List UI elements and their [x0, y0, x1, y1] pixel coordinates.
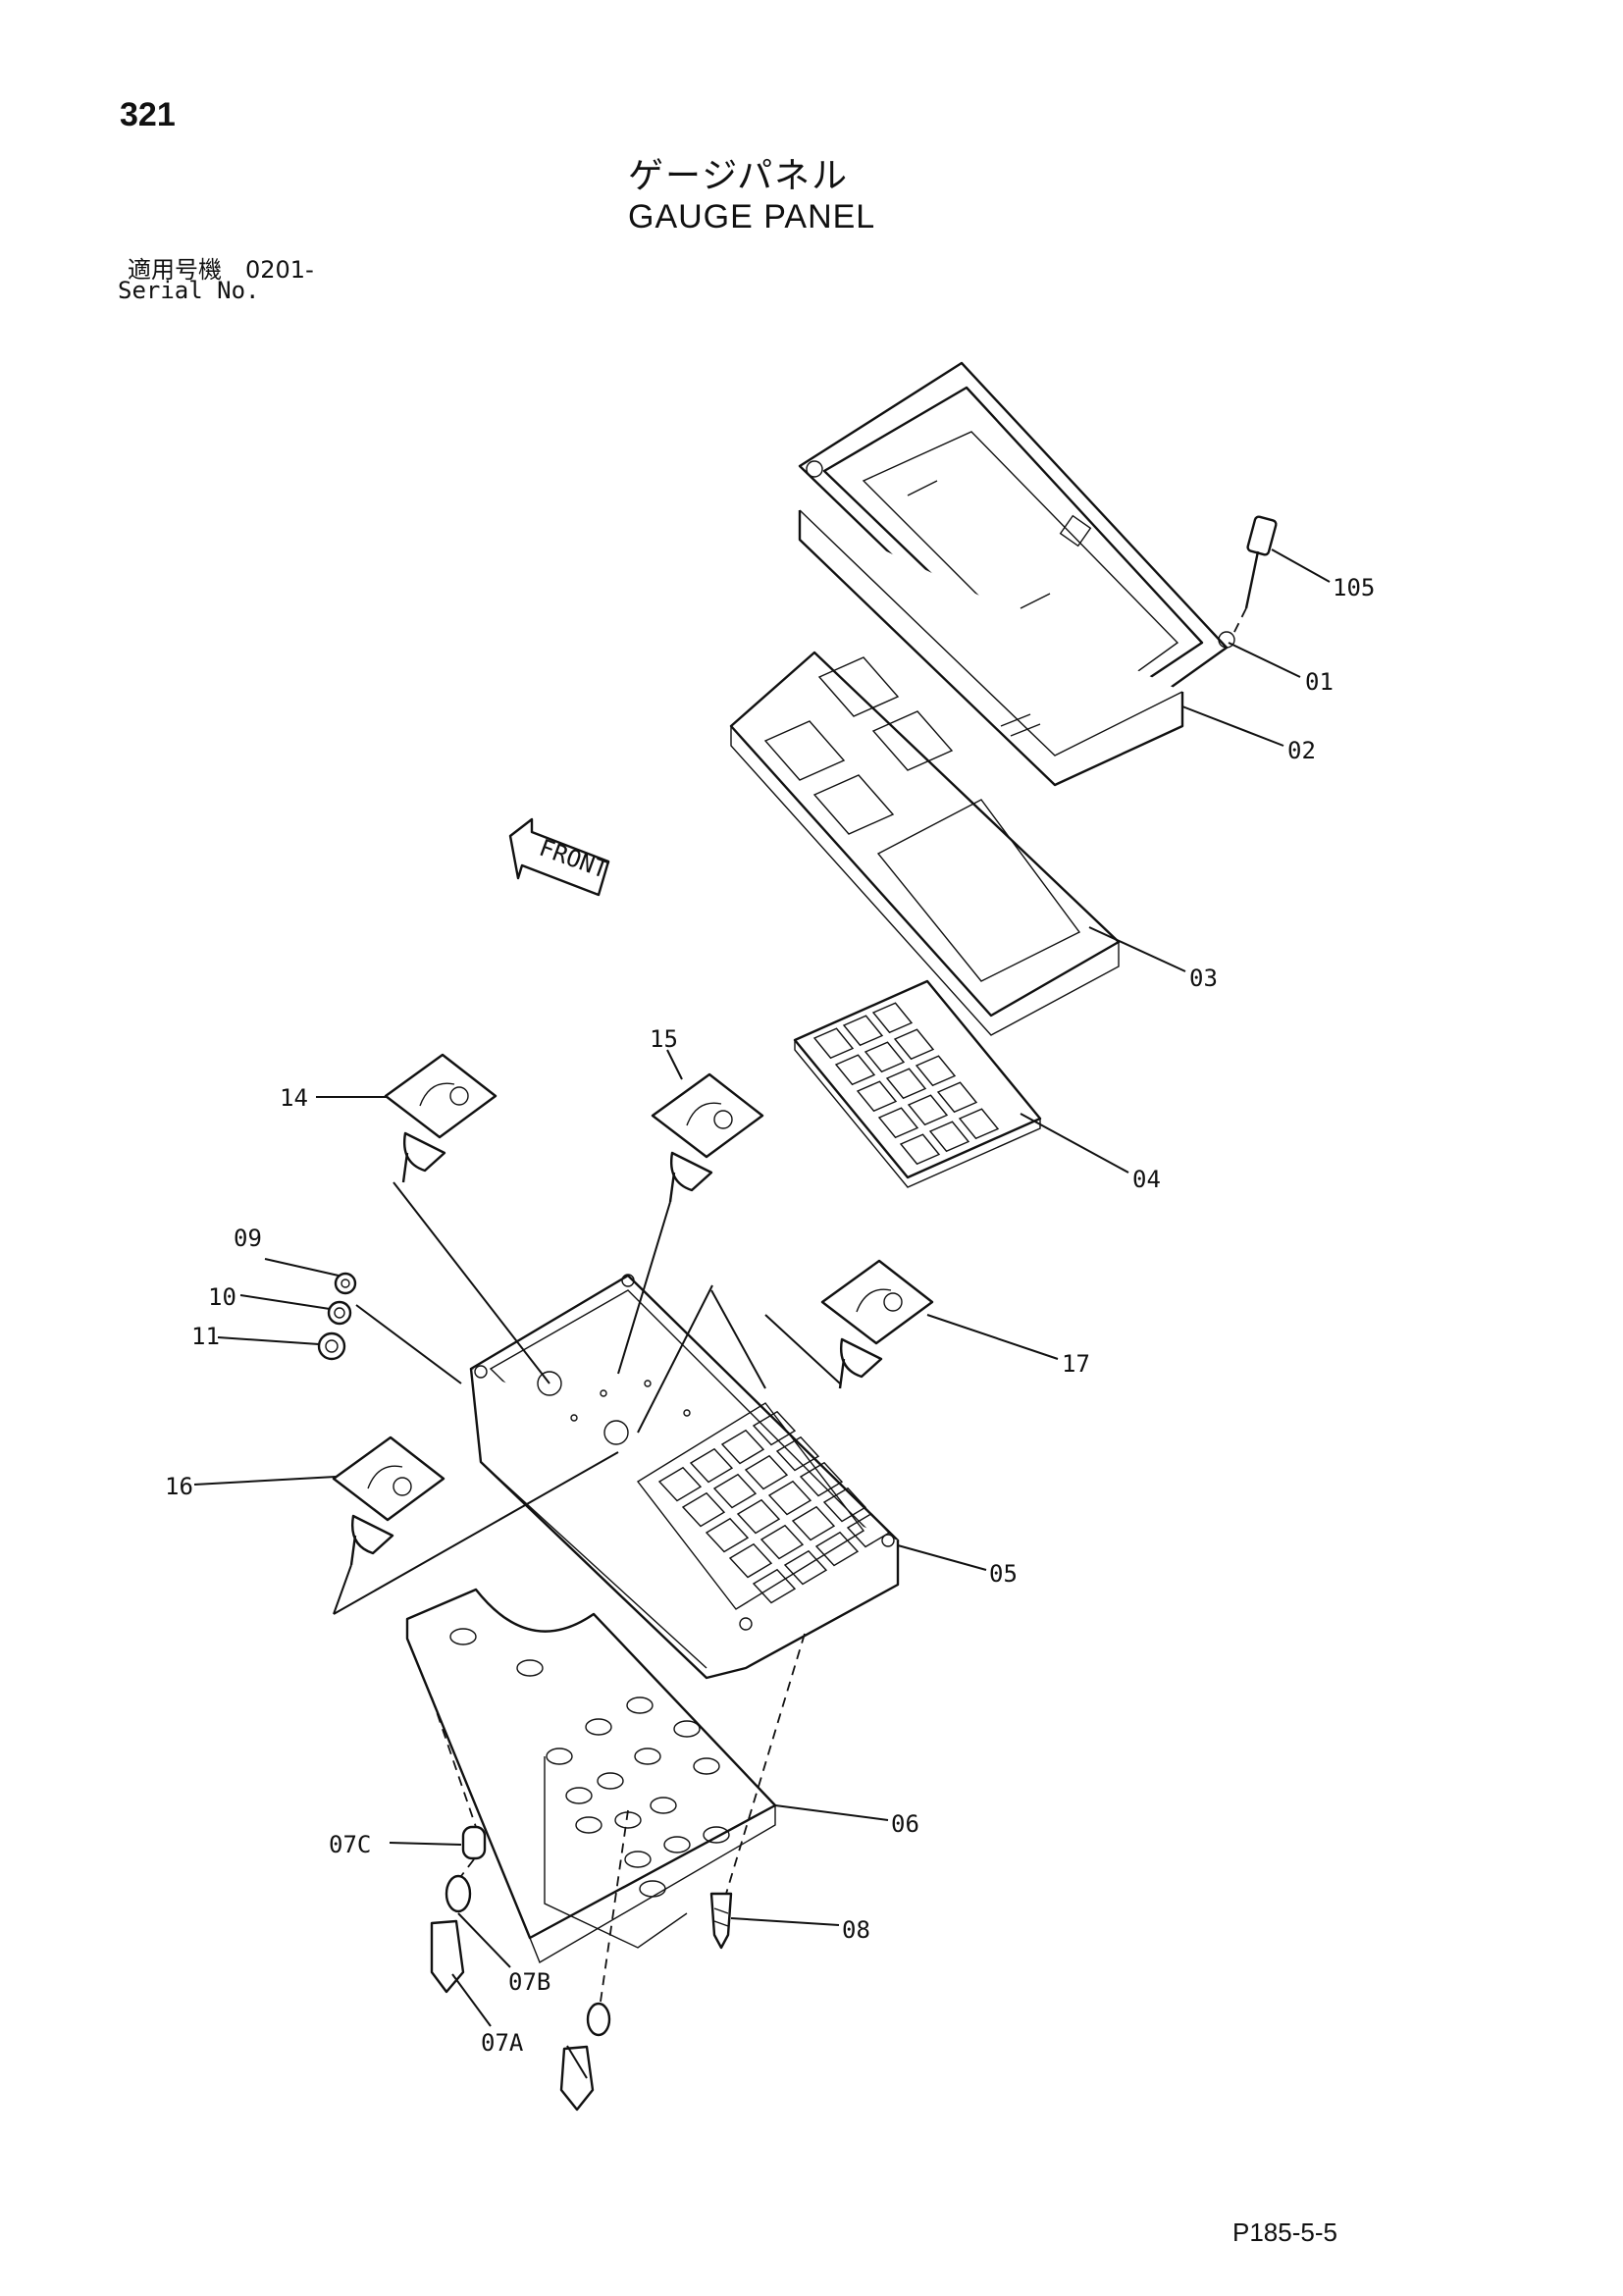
- cover-hole: [639, 1880, 666, 1898]
- part-03-window-plate: [729, 651, 1121, 1036]
- grid-cell: [877, 1107, 919, 1139]
- grid-cell: [915, 1055, 957, 1087]
- cover-hole: [575, 1816, 602, 1834]
- part-105-screw: [1230, 515, 1278, 639]
- grid-cell: [834, 1054, 876, 1086]
- part-05-main-case: [469, 1274, 900, 1680]
- case-cell: [775, 1435, 820, 1472]
- case-cell: [759, 1524, 805, 1560]
- callout-06: 06: [891, 1810, 919, 1838]
- case-cell: [736, 1498, 781, 1535]
- case-cell: [752, 1568, 797, 1604]
- case-cell: [720, 1429, 765, 1465]
- callout-05: 05: [989, 1560, 1018, 1588]
- title-english: GAUGE PANEL: [628, 198, 876, 235]
- part-06-bottom-cover: [405, 1588, 777, 1964]
- callout-10: 10: [208, 1283, 236, 1311]
- grid-cell: [936, 1081, 978, 1114]
- callout-105: 105: [1333, 574, 1375, 601]
- part-08-screw: [709, 1892, 733, 1950]
- grid-cell: [842, 1015, 884, 1047]
- title-japanese: ゲージパネル: [628, 156, 850, 196]
- page-code: P185-5-5: [1232, 2218, 1337, 2247]
- case-cell: [799, 1461, 844, 1497]
- cover-hole: [673, 1720, 701, 1738]
- callout-08: 08: [842, 1916, 870, 1944]
- cover-hole: [650, 1797, 677, 1814]
- callout-07A: 07A: [481, 2029, 524, 2057]
- callout-14: 14: [280, 1084, 308, 1112]
- grid-cell: [864, 1041, 906, 1073]
- part-07A-socket: [430, 1919, 595, 2112]
- case-cell: [752, 1410, 797, 1446]
- case-cell: [814, 1531, 860, 1567]
- part-16-gauge: [332, 1435, 445, 1566]
- cover-hole: [565, 1787, 593, 1804]
- cover-hole: [449, 1628, 477, 1645]
- grid-cell: [958, 1108, 1000, 1140]
- grid-cell: [885, 1068, 927, 1100]
- cover-hole: [516, 1659, 544, 1677]
- parts-09-10-11-nut-washer: [317, 1272, 357, 1361]
- callout-07B: 07B: [508, 1968, 550, 1996]
- callout-15: 15: [650, 1025, 678, 1053]
- grid-cell: [812, 1027, 855, 1060]
- part-15-gauge: [651, 1072, 764, 1203]
- grid-cell: [871, 1002, 914, 1034]
- case-cell: [822, 1487, 867, 1523]
- cover-hole: [634, 1748, 661, 1765]
- case-cell: [783, 1549, 828, 1586]
- case-cell: [681, 1491, 726, 1528]
- case-cell: [657, 1466, 703, 1502]
- cover-hole: [703, 1826, 730, 1844]
- serial-label-english: Serial No.: [118, 277, 260, 304]
- part-07C-bulb: [461, 1825, 487, 1860]
- callout-02: 02: [1287, 737, 1316, 764]
- grid-cell: [907, 1094, 949, 1126]
- callout-16: 16: [165, 1473, 193, 1500]
- cover-hole: [693, 1757, 720, 1775]
- cover-hole: [597, 1772, 624, 1790]
- page-number: 321: [120, 96, 176, 133]
- cover-hole: [546, 1748, 573, 1765]
- callout-01: 01: [1305, 668, 1334, 696]
- callout-04: 04: [1132, 1166, 1161, 1193]
- callout-17: 17: [1062, 1350, 1090, 1378]
- case-cell: [728, 1542, 773, 1579]
- case-cell: [689, 1447, 734, 1484]
- case-cell: [712, 1473, 758, 1509]
- part-14-gauge: [384, 1053, 497, 1183]
- part-02-bezel-base: [798, 509, 1184, 787]
- serial-label-japanese: 適用号機 0201-: [128, 256, 314, 284]
- cover-hole: [663, 1836, 691, 1853]
- assembly-guide-lines: [333, 1181, 841, 2003]
- part-17-gauge: [820, 1259, 934, 1389]
- case-cell: [846, 1512, 891, 1548]
- callout-09: 09: [234, 1225, 262, 1252]
- front-arrow-icon: FRONT: [508, 817, 611, 897]
- cover-hole: [626, 1696, 654, 1714]
- case-cell: [767, 1480, 812, 1516]
- grid-cell: [899, 1133, 941, 1166]
- part-04-grid-insert: [793, 979, 1042, 1188]
- callout-labels: 105 01 02 03 04 05 06 08 14 15 16 17 09 …: [165, 574, 1375, 2057]
- grid-cell: [856, 1080, 898, 1113]
- callout-11: 11: [191, 1323, 220, 1350]
- grid-cell: [928, 1121, 970, 1153]
- case-cell: [705, 1517, 750, 1553]
- grid-cell: [893, 1028, 935, 1061]
- cover-hole: [624, 1851, 652, 1868]
- callout-03: 03: [1189, 965, 1218, 992]
- leader-lines: [193, 548, 1331, 2079]
- part-07B-bulb: [445, 1874, 611, 2037]
- callout-07C: 07C: [329, 1831, 371, 1858]
- cover-hole: [585, 1718, 612, 1736]
- case-cell: [744, 1454, 789, 1490]
- case-cell: [791, 1505, 836, 1541]
